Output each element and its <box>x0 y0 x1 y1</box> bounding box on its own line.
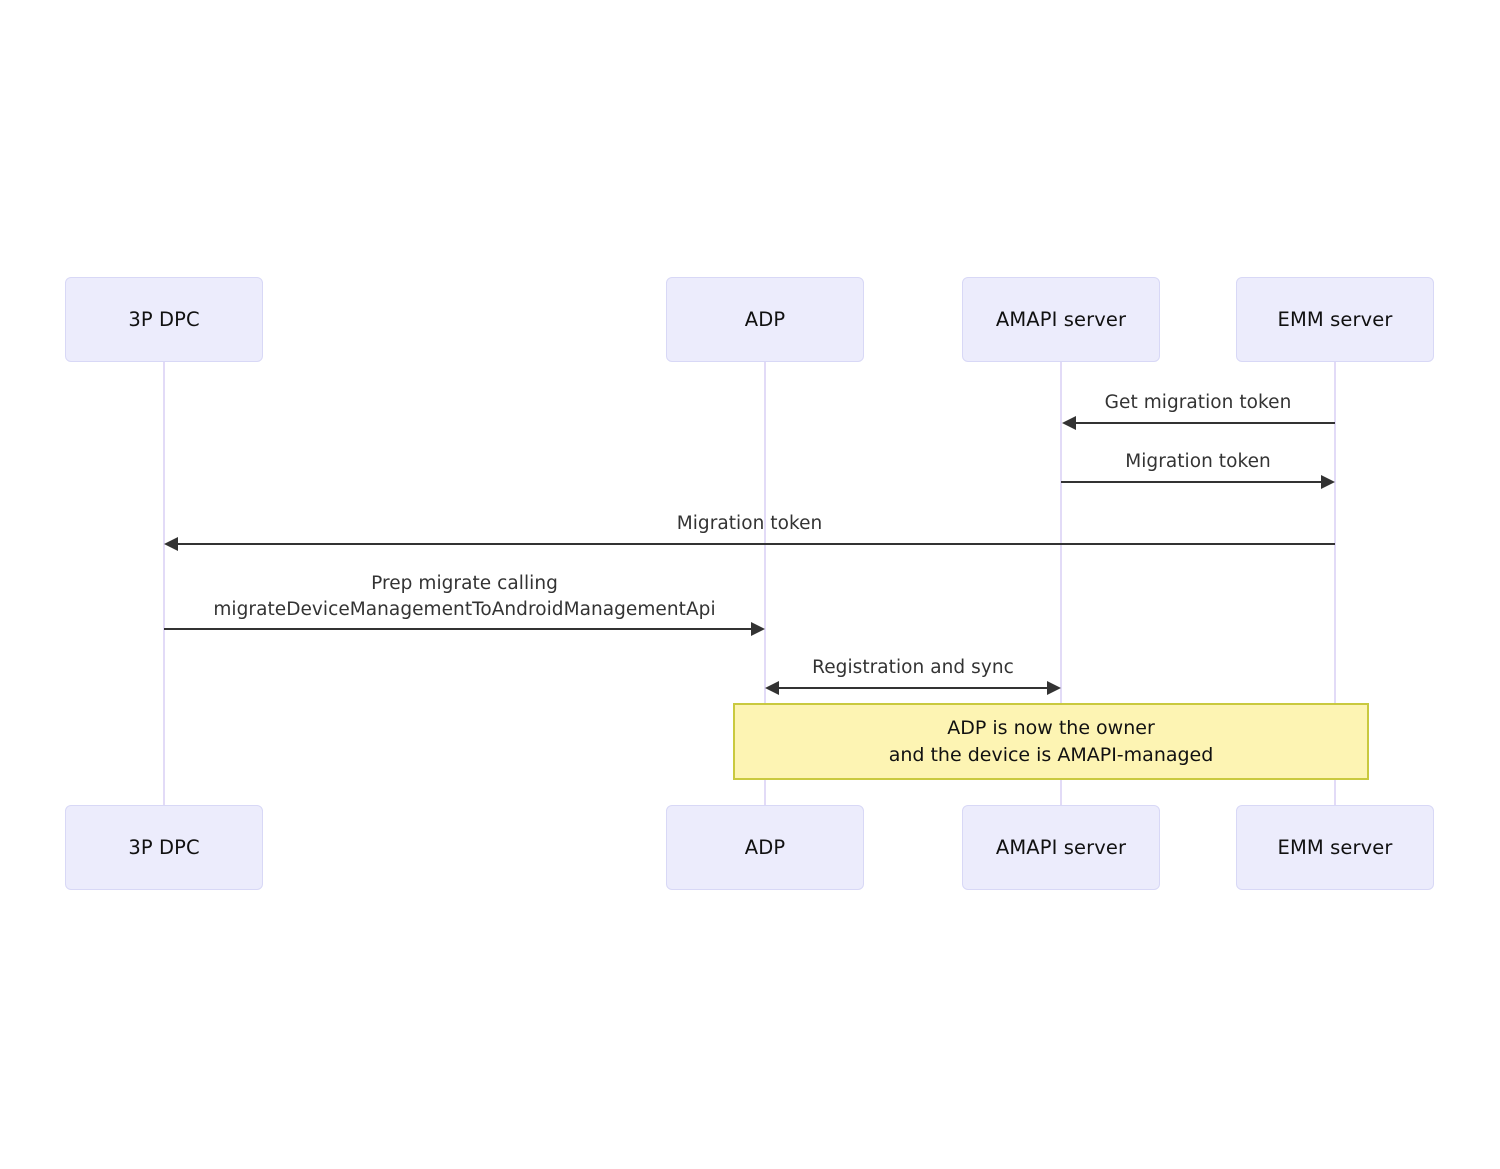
message-label-registration-and-sync: Registration and sync <box>812 657 1014 678</box>
participant-adp-top[interactable]: ADP <box>666 277 864 362</box>
message-label-get-migration-token: Get migration token <box>1104 392 1292 413</box>
participant-amapi-server-bottom[interactable]: AMAPI server <box>962 805 1160 890</box>
message-label-migration-token-emm-dpc: Migration token <box>676 513 823 534</box>
participant-label: EMM server <box>1277 835 1393 859</box>
note-text: ADP is now the owner and the device is AM… <box>889 715 1214 769</box>
message-line-registration-and-sync <box>778 687 1048 689</box>
message-line-migration-token-emm-dpc <box>177 543 1335 545</box>
participant-3p-dpc-top[interactable]: 3P DPC <box>65 277 263 362</box>
participant-3p-dpc-bottom[interactable]: 3P DPC <box>65 805 263 890</box>
participant-adp-bottom[interactable]: ADP <box>666 805 864 890</box>
arrowhead-right-icon <box>1321 475 1335 489</box>
participant-label: ADP <box>744 307 786 331</box>
arrowhead-right-icon <box>1047 681 1061 695</box>
message-label-migration-token-amapi-emm: Migration token <box>1125 451 1271 472</box>
message-line-prep-migrate <box>164 628 751 630</box>
arrowhead-right-icon <box>751 622 765 636</box>
message-line-get-migration-token <box>1065 422 1335 424</box>
note-line1: ADP is now the owner <box>947 716 1155 739</box>
participant-emm-server-top[interactable]: EMM server <box>1236 277 1434 362</box>
participant-label: EMM server <box>1277 307 1393 331</box>
lifeline-adp <box>764 362 766 806</box>
participant-label: ADP <box>744 835 786 859</box>
arrowhead-left-icon <box>765 681 779 695</box>
lifeline-emm <box>1334 362 1336 806</box>
message-label-prep-migrate: Prep migrate calling migrateDeviceManagem… <box>164 571 765 623</box>
message-label-line2: migrateDeviceManagementToAndroidManageme… <box>213 599 716 620</box>
lifeline-3p-dpc <box>163 362 165 806</box>
participant-label: AMAPI server <box>995 307 1127 331</box>
participant-label: AMAPI server <box>995 835 1127 859</box>
note-adp-owner: ADP is now the owner and the device is AM… <box>733 703 1369 780</box>
note-line2: and the device is AMAPI-managed <box>888 743 1214 766</box>
participant-amapi-server-top[interactable]: AMAPI server <box>962 277 1160 362</box>
message-label-line1: Prep migrate calling <box>371 573 558 594</box>
participant-emm-server-bottom[interactable]: EMM server <box>1236 805 1434 890</box>
arrowhead-left-icon <box>164 537 178 551</box>
arrowhead-left-icon <box>1062 416 1076 430</box>
message-line-migration-token-amapi-emm <box>1061 481 1331 483</box>
participant-label: 3P DPC <box>128 835 200 859</box>
lifeline-amapi <box>1060 362 1062 806</box>
participant-label: 3P DPC <box>128 307 200 331</box>
